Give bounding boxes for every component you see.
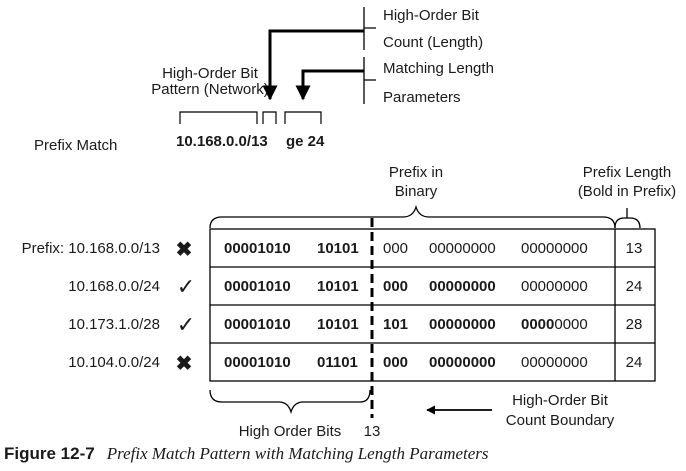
pattern-label-line1: High-Order Bit [162,65,259,82]
matching-label-bracket [363,57,376,104]
length-header-line1: Prefix Length [583,164,671,181]
check-icon: ✓ [177,274,195,299]
octet-4: 00000000 [521,278,588,295]
octet-4: 00000000 [521,240,588,257]
octet-3: 00000000 [429,240,496,257]
count-label-line2: Count (Length) [383,34,483,51]
prefix-command-text: 10.168.0.0/13 [176,133,268,150]
figure-caption: Figure 12-7 Prefix Match Pattern with Mat… [4,444,489,464]
octet-1: 00001010 [224,354,291,371]
prefix-length: 13 [626,240,643,257]
octet-1: 00001010 [224,316,291,333]
binary-header-line1: Prefix in [389,164,443,181]
count-label-line1: High-Order Bit [383,7,480,24]
high-order-bits-brace [209,389,371,415]
octet-2-low: 000 [383,278,408,295]
prefix-length: 24 [626,278,643,295]
octet-4-high: 0000 [521,316,554,333]
boundary-label-line1: High-Order Bit [512,392,609,409]
matching-arrow [295,69,364,101]
figure-label: Figure 12-7 [4,444,95,463]
octet-4: 00000000 [521,354,588,371]
prefix-length: 24 [626,354,643,371]
ge-command-text: ge 24 [286,133,325,150]
table-row: 10.173.1.0/28 ✓ 00001010 10101 101 00000… [68,312,642,337]
prefix-match-heading: Prefix Match [34,137,117,154]
cross-icon: ✖ [176,353,193,375]
octet-2-high: 10101 [317,278,359,295]
ge-bracket [284,111,322,124]
binary-header-line2: Binary [395,183,438,200]
octet-2-low: 101 [383,316,408,333]
octet-3: 00000000 [429,278,496,295]
octet-1: 00001010 [224,278,291,295]
boundary-label-line2: Count Boundary [506,412,615,429]
row-label: 10.104.0.0/24 [68,354,160,371]
pattern-label-line2: Pattern (Network) [151,81,269,98]
octet-2-high: 10101 [317,240,359,257]
matching-label-line2: Parameters [383,89,461,106]
binary-brace [209,204,616,229]
octet-4-line: 00000000 [521,316,588,333]
octet-2-high: 10101 [317,316,359,333]
count-arrow [262,29,364,101]
table-row: 10.168.0.0/24 ✓ 00001010 10101 000 00000… [68,274,642,299]
row-label: Prefix: 10.168.0.0/13 [22,240,160,257]
table-row: 10.104.0.0/24 ✖ 00001010 01101 000 00000… [68,353,642,375]
figure-title: Prefix Match Pattern with Matching Lengt… [106,444,489,463]
row-label: 10.168.0.0/24 [68,278,160,295]
check-icon: ✓ [177,312,195,337]
cross-icon: ✖ [176,239,193,261]
octet-2-low: 000 [383,354,408,371]
octet-3: 00000000 [429,354,496,371]
row-label: 10.173.1.0/28 [68,316,160,333]
high-order-bits-label: High Order Bits [239,423,342,440]
octet-3: 00000000 [429,316,496,333]
count-label-bracket [363,7,376,50]
octet-4-low: 0000 [554,316,587,333]
prefix-length: 28 [626,316,643,333]
octet-2-high: 01101 [317,354,358,371]
matching-label-line1: Matching Length [383,60,494,77]
pattern-bracket [179,111,258,124]
boundary-value: 13 [364,423,381,440]
table-row: Prefix: 10.168.0.0/13 ✖ 00001010 10101 0… [22,239,643,261]
length-brace [614,208,641,229]
octet-2-low: 000 [383,240,408,257]
octet-1: 00001010 [224,240,291,257]
length-header-line2: (Bold in Prefix) [578,183,676,200]
length-bracket [262,111,277,124]
